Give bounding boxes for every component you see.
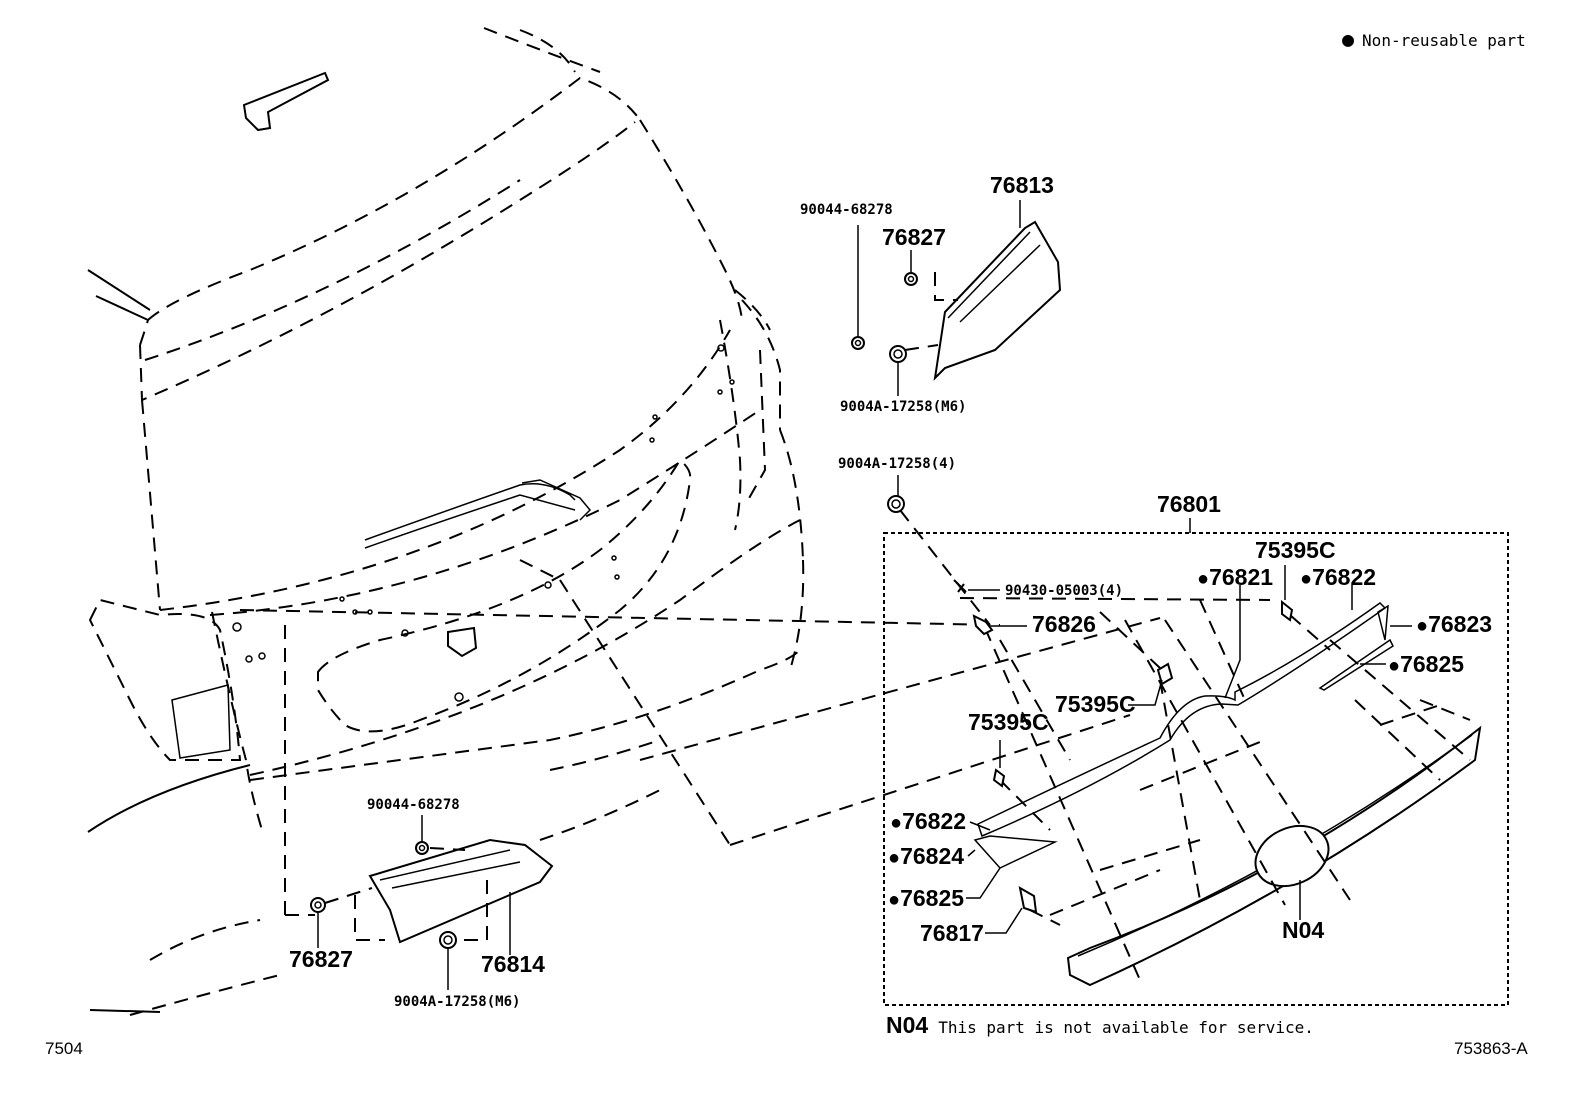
diagram-code-left: 7504	[45, 1039, 83, 1058]
garnish-76813	[904, 220, 1062, 381]
label-76826[interactable]: 76826	[1032, 611, 1096, 637]
label-n04[interactable]: N04	[1282, 917, 1324, 943]
label-90430-05003[interactable]: 90430-05003(4)	[1005, 583, 1123, 599]
label-90044-68278-top[interactable]: 90044-68278	[800, 202, 893, 218]
label-75395c-middle[interactable]: 75395C	[1055, 691, 1136, 717]
label-76814[interactable]: 76814	[481, 951, 545, 977]
label-76822-bottom[interactable]: ●76822	[890, 808, 966, 834]
diagram-code-right: 753863-A	[1454, 1039, 1528, 1058]
label-76801[interactable]: 76801	[1157, 491, 1221, 517]
label-9004a-17258-4[interactable]: 9004A-17258(4)	[838, 456, 956, 472]
label-76822-top[interactable]: ●76822	[1300, 564, 1376, 590]
label-76823[interactable]: ●76823	[1416, 611, 1492, 637]
vehicle-body-outline	[87, 27, 805, 1016]
leader-lines	[317, 200, 1412, 990]
assembly-box-76801	[883, 509, 1509, 1006]
label-75395c-left[interactable]: 75395C	[968, 709, 1049, 735]
label-76825-bottom[interactable]: ●76825	[888, 885, 964, 911]
label-76821[interactable]: ●76821	[1197, 564, 1273, 590]
label-90044-68278-bottom[interactable]: 90044-68278	[367, 797, 460, 813]
garnish-76814	[284, 620, 554, 944]
label-76827-bottom[interactable]: 76827	[289, 946, 353, 972]
legend-text: ●Non-reusable part	[1342, 27, 1526, 51]
fasteners	[310, 272, 1294, 949]
label-76824[interactable]: ●76824	[888, 843, 964, 869]
body-holes	[232, 344, 735, 663]
label-9004a-17258-m6-top[interactable]: 9004A-17258(M6)	[840, 399, 966, 415]
label-76825-top[interactable]: ●76825	[1388, 651, 1464, 677]
label-76827-top[interactable]: 76827	[882, 224, 946, 250]
label-76813[interactable]: 76813	[990, 172, 1054, 198]
part-labels: ●Non-reusable part 76813 90044-68278 768…	[45, 27, 1528, 1058]
label-76817[interactable]: 76817	[920, 920, 984, 946]
label-9004a-17258-m6-bottom[interactable]: 9004A-17258(M6)	[394, 994, 520, 1010]
label-75395c-top[interactable]: 75395C	[1255, 537, 1336, 563]
